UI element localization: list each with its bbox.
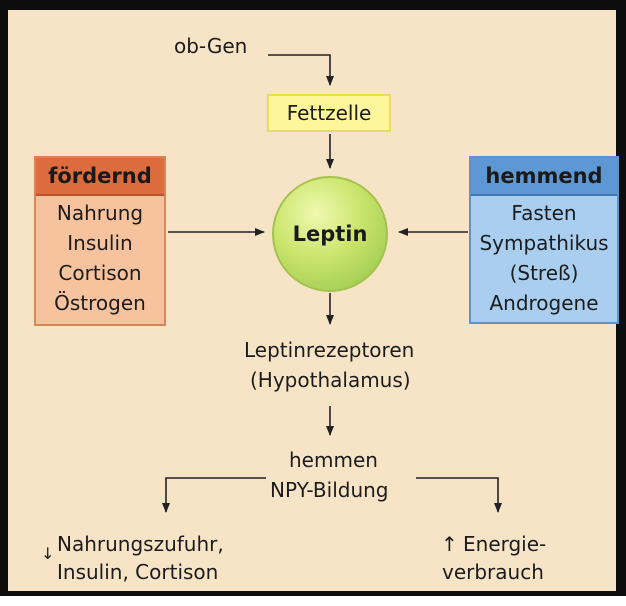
inhibiting-item: (Streß) [509,261,579,285]
arrow-effect-to-left [162,477,266,513]
promoting-item: Insulin [67,231,133,255]
promoting-header: fördernd [36,158,164,196]
inhibiting-item: Fasten [511,201,577,225]
arrow-layer [162,54,502,513]
promoting-item: Nahrung [56,201,144,225]
inhibiting-factors-box: hemmend Fasten Sympathikus (Streß) Andro… [469,156,619,324]
leptin-label: Leptin [292,222,368,246]
inhibiting-header: hemmend [471,158,617,196]
up-arrow-icon: ↑ [441,532,458,556]
promoting-item: Cortison [58,261,142,285]
outcome-right-line2: verbrauch [442,560,544,584]
promoting-item: Östrogen [54,291,146,315]
promoting-list: Nahrung Insulin Cortison Östrogen [36,198,164,318]
fat-cell-label: Fettzelle [286,101,372,125]
outcome-left-line1: Nahrungszufuhr, [57,532,224,556]
receptor-label-line1: Leptinrezeptoren [244,338,415,362]
inhibiting-item: Androgene [489,291,599,315]
effect-label-line2: NPY-Bildung [270,478,389,502]
inhibiting-title: hemmend [485,164,603,188]
leptin-node: Leptin [272,176,388,292]
promoting-title: fördernd [48,164,152,188]
down-arrow-icon: ↓ [41,544,55,563]
inhibiting-list: Fasten Sympathikus (Streß) Androgene [471,198,617,318]
outcome-left-line2: Insulin, Cortison [57,560,219,584]
promoting-factors-box: fördernd Nahrung Insulin Cortison Östrog… [34,156,166,326]
arrow-obgen-to-fettzelle [268,54,334,86]
ob-gene-label: ob-Gen [174,34,248,58]
fat-cell-box: Fettzelle [267,94,391,132]
inhibiting-item: Sympathikus [479,231,609,255]
outcome-right-line1: Energie- [463,532,547,556]
receptor-label-line2: (Hypothalamus) [250,368,411,392]
arrow-effect-to-right [416,477,502,513]
effect-label-line1: hemmen [289,448,378,472]
